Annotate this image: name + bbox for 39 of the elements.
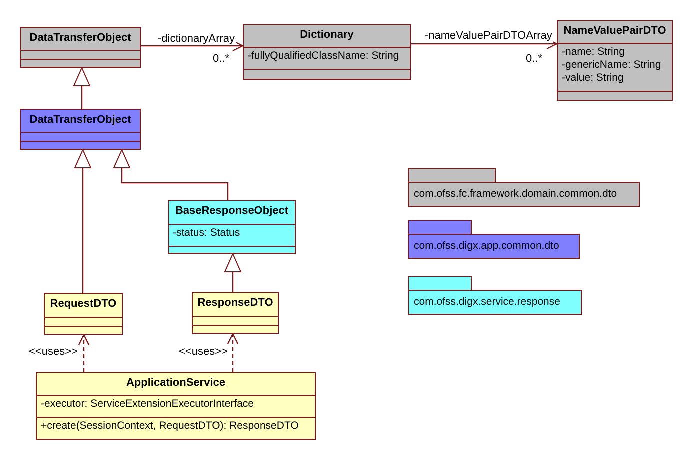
- operation-text: +create(SessionContext, RequestDTO): ResponseDTO: [41, 420, 300, 433]
- class-box: [20, 27, 141, 68]
- dependency-arrow: [227, 333, 239, 372]
- edge-label: <<uses>>: [28, 346, 79, 358]
- class-name: Dictionary: [299, 28, 355, 43]
- edge-label: <<uses>>: [178, 346, 229, 358]
- multiplicity-label: 0..*: [525, 53, 544, 65]
- attribute-text: -status: Status: [173, 227, 242, 240]
- class-name: ApplicationService: [125, 376, 227, 391]
- class-box: [192, 292, 279, 334]
- class-box: [44, 293, 123, 335]
- legend-label: com.ofss.fc.framework.domain.common.dto: [414, 188, 618, 200]
- class-box: [557, 20, 673, 101]
- generalization-arrow: [74, 68, 90, 109]
- class-box: [168, 200, 296, 254]
- attribute-text: -executor: ServiceExtensionExecutorInterface: [41, 398, 256, 411]
- class-name: BaseResponseObject: [174, 204, 290, 219]
- class-name: DataTransferObject: [28, 31, 132, 46]
- dependency-arrow: [78, 334, 90, 372]
- class-name: ResponseDTO: [196, 296, 274, 311]
- attribute-text: -name: String: [562, 46, 626, 59]
- generalization-arrow: [224, 254, 242, 292]
- edge-label: -dictionaryArray: [157, 33, 236, 45]
- class-box: [243, 24, 411, 80]
- generalization-arrow: [74, 150, 92, 293]
- class-box: [36, 372, 316, 440]
- attribute-text: -genericName: String: [562, 59, 662, 72]
- association-arrow: [141, 40, 244, 52]
- attribute-text: -value: String: [562, 72, 625, 85]
- legend-label: com.ofss.digx.service.response: [414, 296, 560, 308]
- class-name: DataTransferObject: [28, 113, 132, 128]
- class-name: RequestDTO: [49, 297, 118, 312]
- class-name: NameValuePairDTO: [562, 24, 668, 39]
- edge-label: -nameValuePairDTOArray: [424, 30, 554, 42]
- class-box: [20, 109, 141, 150]
- multiplicity-label: 0..*: [212, 53, 231, 65]
- generalization-arrow: [114, 150, 229, 200]
- attribute-text: -fullyQualifiedClassName: String: [248, 50, 400, 63]
- legend-label: com.ofss.digx.app.common.dto: [414, 240, 560, 252]
